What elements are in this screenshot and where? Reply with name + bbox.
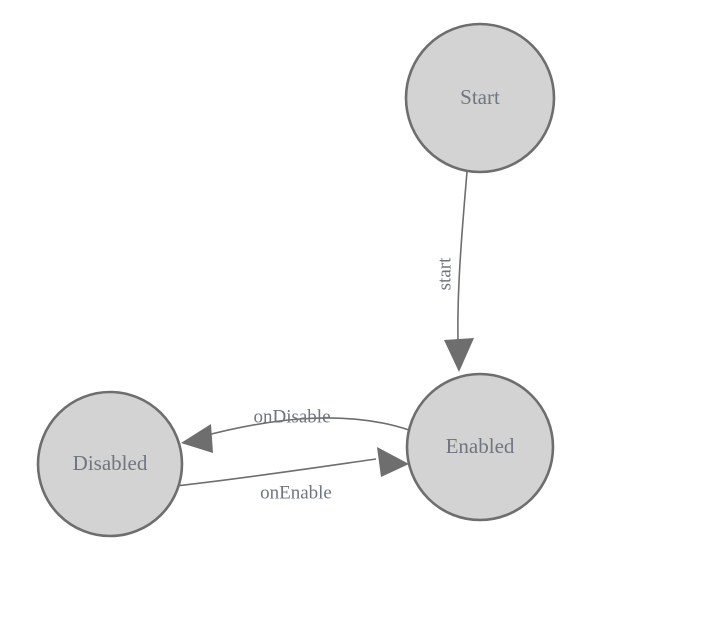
edge-enabled-to-disabled-path [199,417,410,438]
node-start[interactable]: Start [404,22,556,174]
arrowhead-down-icon [444,338,474,372]
node-start-label: Start [460,85,500,109]
arrowhead-right-icon [377,447,409,477]
edge-start-to-enabled[interactable] [444,171,474,372]
node-enabled[interactable]: Enabled [405,372,555,522]
node-enabled-circle [405,372,555,522]
edge-enabled-to-disabled[interactable] [181,417,410,453]
node-disabled-label: Disabled [73,451,148,475]
edge-disabled-to-enabled[interactable] [174,447,409,487]
node-start-circle [404,22,556,174]
edge-disabled-to-enabled-path [174,458,377,487]
node-enabled-label: Enabled [446,434,515,458]
edge-label-start: start [434,257,455,290]
node-disabled[interactable]: Disabled [36,390,184,538]
edge-label-on-disable: onDisable [253,406,330,427]
node-disabled-circle [36,390,184,538]
edge-label-on-enable: onEnable [260,482,332,503]
arrowhead-left-icon [181,424,213,453]
edge-start-to-enabled-path [457,171,468,341]
